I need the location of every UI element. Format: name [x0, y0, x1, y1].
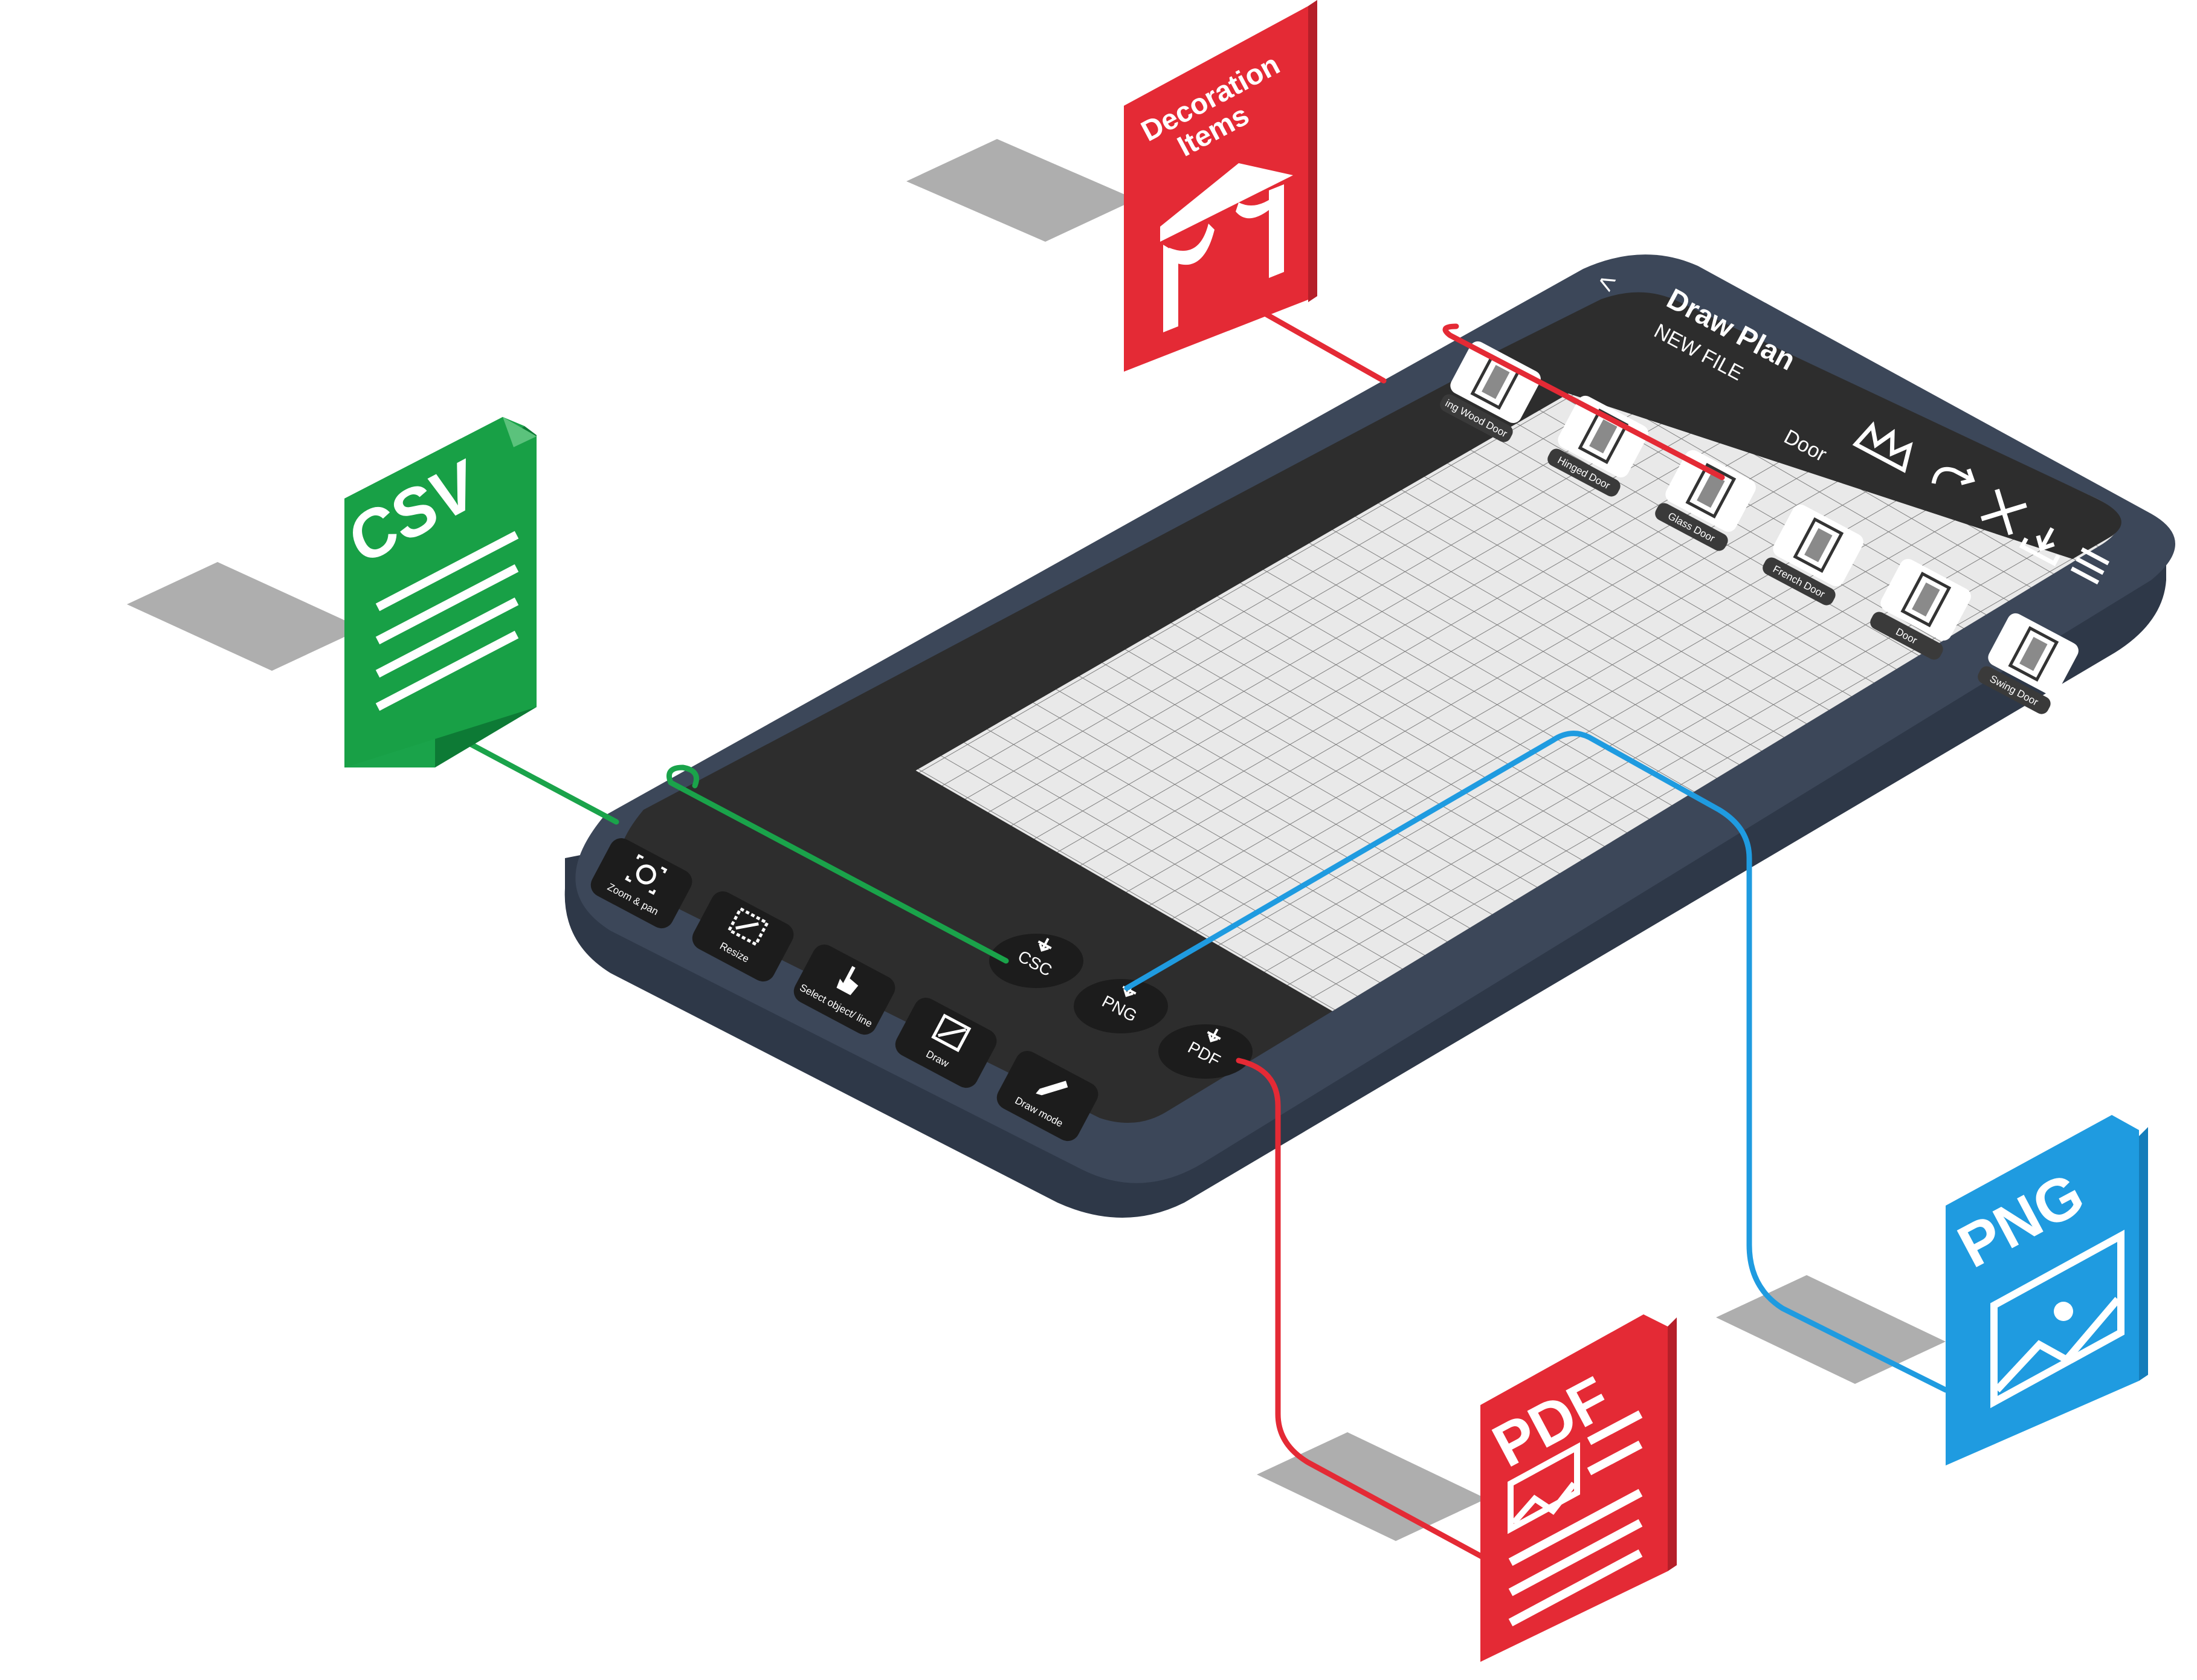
png-file-icon: PNG — [1946, 1115, 2148, 1465]
undo-icon[interactable] — [1931, 457, 1976, 499]
zoom-icon — [625, 854, 668, 895]
pdf-shadow — [1257, 1432, 1486, 1541]
door-tile-label-bg — [1655, 503, 1728, 551]
door-icon — [2008, 625, 2059, 682]
draw-icon — [931, 1013, 972, 1053]
csv-file-icon: CSV — [335, 417, 537, 767]
decoration-shadow — [906, 139, 1136, 242]
connector-lines — [432, 299, 1949, 1562]
tool-button[interactable]: Draw — [891, 993, 1001, 1092]
export-button-bg — [1074, 979, 1168, 1033]
pointer-icon — [836, 966, 859, 995]
export-button-bg — [1158, 1024, 1253, 1079]
tool-button[interactable]: Resize — [688, 887, 798, 986]
tool-button[interactable]: Draw mode — [993, 1047, 1103, 1145]
door-tile-label-bg — [1440, 394, 1513, 442]
png-image-icon — [1990, 1229, 2124, 1409]
download-icon — [1207, 1028, 1221, 1042]
drawing-grid[interactable] — [915, 0, 2197, 1224]
curtain-icon — [1160, 163, 1293, 332]
export-button-bg — [989, 934, 1083, 988]
csv-shadow — [127, 562, 363, 671]
door-icon — [1685, 462, 1737, 519]
export-button[interactable]: CSC — [989, 934, 1083, 988]
app-header — [1474, 292, 2121, 559]
door-tile-label-bg — [1870, 612, 1943, 660]
menu-icon[interactable] — [2070, 547, 2110, 585]
door-icon — [1793, 517, 1844, 573]
download-icon — [1037, 937, 1052, 952]
door-tile-label-bg — [1978, 666, 2051, 714]
tool-button-bg — [996, 1051, 1098, 1142]
door-item-tile[interactable]: Door — [1868, 556, 1974, 662]
door-tile-label-bg — [1763, 557, 1836, 606]
pdf-connector — [1236, 1058, 1489, 1562]
decoration-items-icon: Decoration Items — [1124, 0, 1317, 372]
header-actions — [1852, 421, 2110, 585]
pdf-file-icon: PDF — [1480, 1314, 1677, 1662]
close-icon[interactable] — [1981, 488, 2027, 535]
resize-icon — [727, 906, 770, 947]
pencil-icon — [1036, 1081, 1068, 1096]
door-icon — [1900, 571, 1952, 628]
export-button[interactable]: PNG — [1074, 979, 1168, 1033]
door-tile-label-bg — [1547, 448, 1621, 497]
download-icon[interactable] — [2019, 520, 2068, 567]
png-connector — [1124, 731, 1949, 1393]
pdf-image-icon — [1508, 1442, 1580, 1534]
phone-mockup: < Draw Plan NEW FILE Door ing Wood Doo — [564, 0, 2197, 1224]
crown-icon[interactable] — [1852, 421, 1917, 473]
export-button[interactable]: PDF — [1158, 1024, 1253, 1079]
